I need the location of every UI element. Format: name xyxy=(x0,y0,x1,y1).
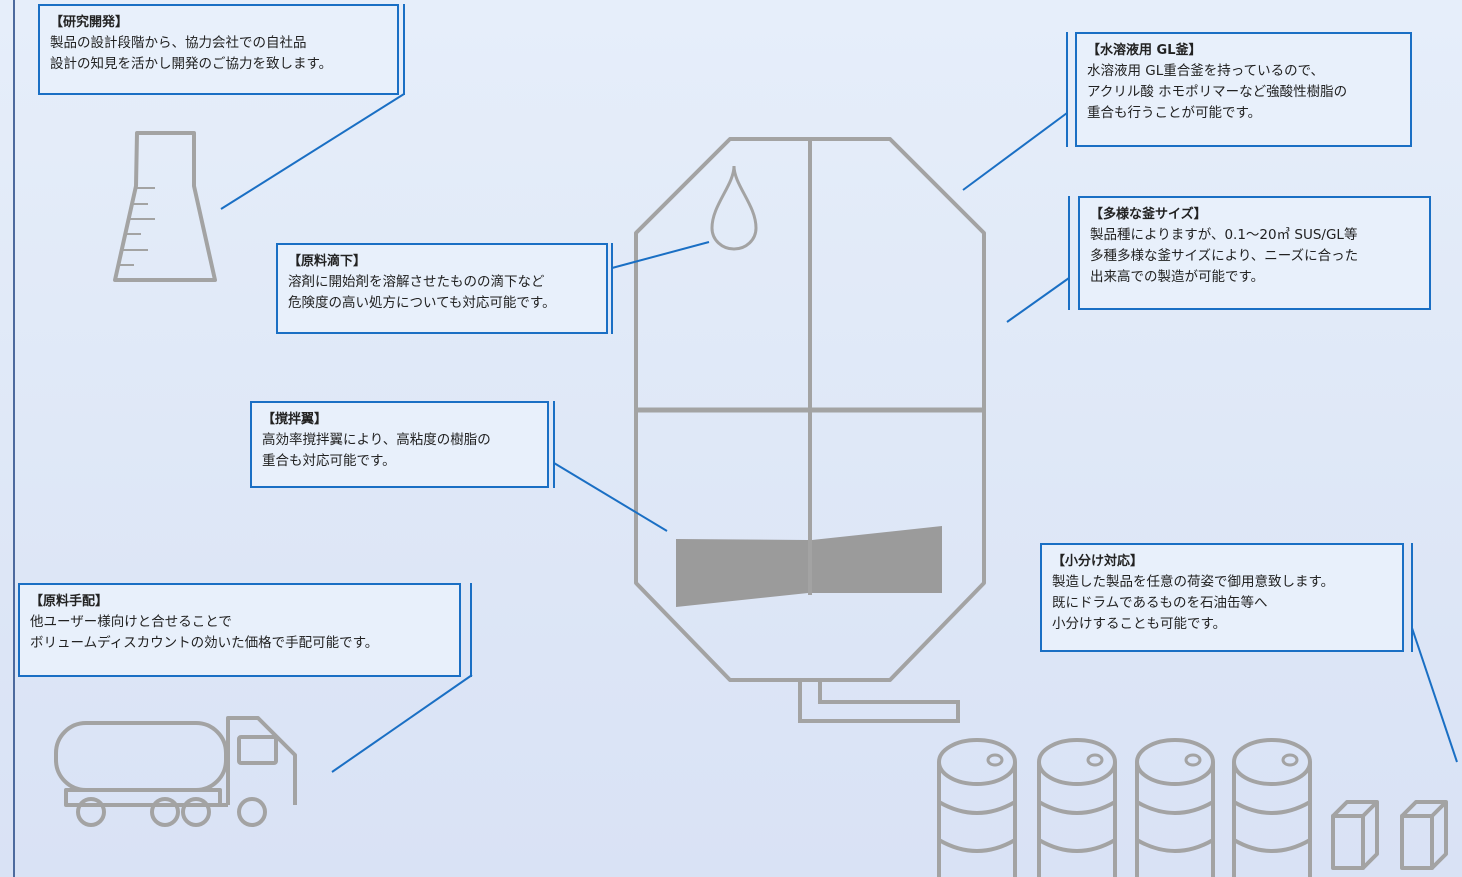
connector-dropping xyxy=(611,241,710,269)
callout-research: 【研究開発】 製品の設計段階から、協力会社での自社品 設計の知見を活かし開発のご… xyxy=(38,4,399,95)
callout-text: 重合も行うことが可能です。 xyxy=(1087,105,1262,121)
connector-agitator xyxy=(553,462,668,532)
connector-sizes xyxy=(1006,277,1070,323)
callout-text: 製品の設計段階から、協力会社での自社品 xyxy=(50,35,307,51)
callout-text: 製造した製品を任意の荷姿で御用意致します。 xyxy=(1052,574,1335,590)
callout-kettle-sizes: 【多様な釜サイズ】 製品種によりますが、0.1～20㎥ SUS/GL等 多種多様… xyxy=(1078,196,1431,310)
droplet-icon xyxy=(710,165,758,251)
callout-tick xyxy=(553,401,555,488)
callout-text: 設計の知見を活かし開発のご協力を致します。 xyxy=(50,56,333,72)
left-border-rule xyxy=(13,0,15,877)
small-box-icon xyxy=(1331,800,1379,870)
agitator-paddle-icon xyxy=(676,526,942,607)
reactor-vessel-icon xyxy=(634,137,986,723)
callout-title: 【原料手配】 xyxy=(30,594,109,609)
callout-text: 他ユーザー様向けと合せることで xyxy=(30,614,232,630)
callout-title: 【撹拌翼】 xyxy=(262,412,328,427)
callout-title: 【小分け対応】 xyxy=(1052,554,1144,569)
connector-research xyxy=(220,93,405,210)
callout-tick xyxy=(1068,196,1070,310)
callout-text: 製品種によりますが、0.1～20㎥ SUS/GL等 xyxy=(1090,227,1358,243)
drum-icon xyxy=(1232,738,1312,877)
callout-agitator-blade: 【撹拌翼】 高効率撹拌翼により、高粘度の樹脂の 重合も対応可能です。 xyxy=(250,401,549,488)
callout-tick xyxy=(1411,543,1413,652)
callout-subdivision: 【小分け対応】 製造した製品を任意の荷姿で御用意致します。 既にドラムであるもの… xyxy=(1040,543,1404,652)
callout-text: 出来高での製造が可能です。 xyxy=(1090,269,1265,285)
callout-title: 【多様な釜サイズ】 xyxy=(1090,207,1207,222)
connector-procurement xyxy=(331,674,473,773)
callout-text: 小分けすることも可能です。 xyxy=(1052,616,1227,632)
callout-title: 【原料滴下】 xyxy=(288,254,367,269)
callout-text: 溶剤に開始剤を溶解させたものの滴下など xyxy=(288,274,545,290)
callout-title: 【水溶液用 GL釜】 xyxy=(1087,43,1202,58)
connector-lines xyxy=(220,93,1458,773)
small-box-group xyxy=(1331,800,1448,870)
callout-tick xyxy=(1066,32,1068,147)
callout-text: 既にドラムであるものを石油缶等へ xyxy=(1052,595,1268,611)
callout-title: 【研究開発】 xyxy=(50,15,129,30)
small-box-icon xyxy=(1400,800,1448,870)
drum-icon xyxy=(1037,738,1117,877)
drum-icon xyxy=(937,738,1017,877)
callout-text: 重合も対応可能です。 xyxy=(262,453,396,469)
callout-text: ボリュームディスカウントの効いた価格で手配可能です。 xyxy=(30,635,379,651)
callout-aqueous-gl-kettle: 【水溶液用 GL釜】 水溶液用 GL重合釜を持っているので、 アクリル酸 ホモポ… xyxy=(1075,32,1412,147)
tanker-truck-icon xyxy=(54,716,297,827)
drum-icon xyxy=(1135,738,1215,877)
callout-tick xyxy=(403,4,405,95)
callout-material-dropping: 【原料滴下】 溶剤に開始剤を溶解させたものの滴下など 危険度の高い処方についても… xyxy=(276,243,608,334)
callout-text: 水溶液用 GL重合釜を持っているので、 xyxy=(1087,63,1325,79)
callout-text: アクリル酸 ホモポリマーなど強酸性樹脂の xyxy=(1087,84,1348,100)
callout-tick xyxy=(470,583,472,677)
connector-subdivide xyxy=(1411,627,1458,763)
callout-tick xyxy=(611,243,613,334)
drum-group xyxy=(937,738,1312,877)
callout-text: 高効率撹拌翼により、高粘度の樹脂の xyxy=(262,432,491,448)
connector-aqueous xyxy=(962,112,1068,191)
callout-text: 危険度の高い処方についても対応可能です。 xyxy=(288,295,556,311)
callout-text: 多種多様な釜サイズにより、ニーズに合った xyxy=(1090,248,1359,264)
flask-icon xyxy=(113,131,217,282)
callout-material-procurement: 【原料手配】 他ユーザー様向けと合せることで ボリュームディスカウントの効いた価… xyxy=(18,583,461,677)
